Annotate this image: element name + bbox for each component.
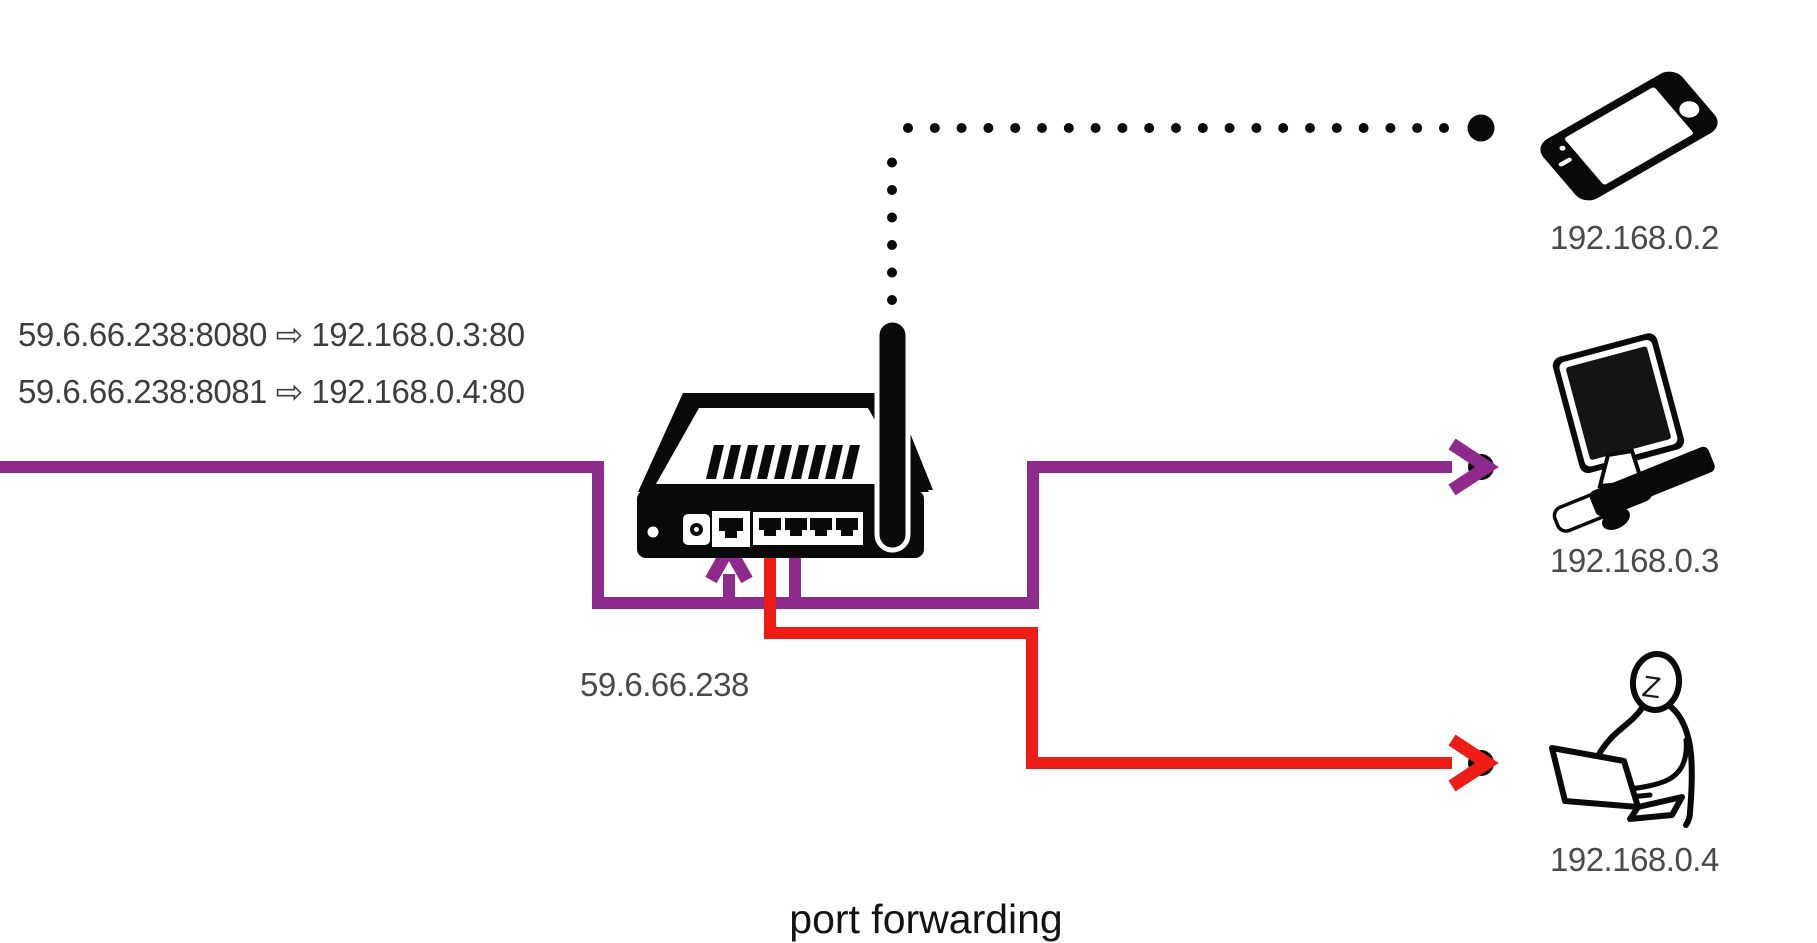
laptop-user-icon: Z — [1549, 651, 1695, 828]
laptop-ip-label: 192.168.0.4 — [1550, 841, 1719, 878]
purple-cables — [0, 438, 1499, 609]
port-mapping-line-1: 59.6.66.238:8080 ⇨ 192.168.0.3:80 — [18, 316, 525, 353]
phone-ip-label: 192.168.0.2 — [1550, 219, 1719, 256]
router-power-jack — [683, 514, 710, 545]
person-face-mark: Z — [1640, 670, 1663, 705]
router-led — [647, 526, 659, 538]
lan-cable-purple — [789, 461, 1452, 609]
router-vents — [706, 445, 860, 479]
person-head — [1629, 651, 1683, 713]
laptop-base — [1627, 794, 1685, 822]
wifi-dotted-link — [887, 123, 1450, 305]
port-mapping-line-2: 59.6.66.238:8081 ⇨ 192.168.0.4:80 — [18, 373, 525, 410]
wan-cable-purple — [0, 461, 801, 609]
router-public-ip-label: 59.6.66.238 — [580, 666, 749, 703]
desktop-arrowhead-icon — [1448, 438, 1499, 496]
phone-earpiece — [1558, 157, 1572, 167]
router-wan-port — [712, 511, 750, 547]
router-lan-ports — [753, 512, 863, 545]
desktop-ip-label: 192.168.0.3 — [1550, 542, 1719, 579]
phone-camera-dot — [1559, 145, 1566, 151]
person-body-right — [1668, 704, 1695, 828]
red-cables — [764, 538, 1499, 792]
phone-icon — [1540, 71, 1718, 201]
laptop-arrowhead-icon — [1448, 734, 1499, 792]
laptop-screen — [1549, 745, 1641, 810]
diagram-title: port forwarding — [789, 896, 1063, 942]
lan-cable-red — [764, 538, 1452, 769]
phone-home-button — [1679, 101, 1700, 118]
desktop-icon — [1552, 333, 1715, 533]
desktop-keyboard — [1589, 446, 1715, 517]
wifi-endpoint-dot — [1467, 114, 1495, 142]
router-icon — [637, 317, 933, 558]
desktop-mouse — [1602, 508, 1630, 530]
router-antenna — [874, 317, 911, 553]
